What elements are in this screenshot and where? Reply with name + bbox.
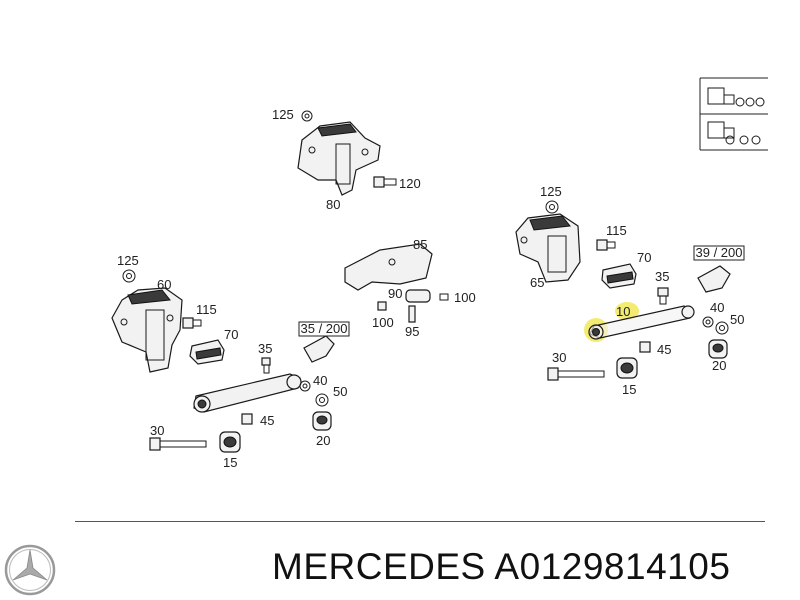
part-label: 95: [405, 324, 419, 339]
part-label: 100: [454, 290, 476, 305]
part-label: 85: [413, 237, 427, 252]
part-label: 90: [388, 286, 402, 301]
bolt-30-b: [547, 367, 605, 381]
bracket-80: [297, 121, 381, 196]
part-label: 50: [333, 384, 347, 399]
bracket-60: [111, 287, 183, 373]
part-label: 60: [157, 277, 171, 292]
clamp-35-200-a: [303, 335, 335, 363]
bolt-100-a: [439, 293, 449, 301]
clamp-39-200: [697, 265, 731, 293]
part-label: 30: [150, 423, 164, 438]
bolt-120: [373, 176, 397, 188]
part-label: 115: [606, 223, 627, 238]
part-label: 20: [712, 358, 726, 373]
bolt-30-a: [149, 437, 207, 451]
washer-50-b: [715, 321, 729, 335]
part-label-highlighted: 10: [616, 304, 630, 319]
part-label: 40: [710, 300, 724, 315]
nut-45-a: [241, 413, 253, 425]
part-label: 30: [552, 350, 566, 365]
truck-icon: [707, 121, 761, 145]
nut-125-c: [545, 200, 559, 214]
washer-40-b: [702, 316, 714, 328]
washer-40-a: [299, 380, 311, 392]
pad-70-a: [189, 339, 225, 365]
part-label: 35: [258, 341, 272, 356]
bolt-115-b: [596, 239, 616, 251]
part-label: 15: [622, 382, 636, 397]
bracket-85: [344, 243, 433, 291]
part-label: 125: [117, 253, 139, 268]
bolt-100-b: [377, 301, 387, 311]
bushing-15-a: [219, 431, 241, 453]
part-label: 65: [530, 275, 544, 290]
part-label: 70: [637, 250, 651, 265]
bushing-20-a: [312, 411, 332, 431]
bracket-65: [515, 213, 581, 283]
part-label: 40: [313, 373, 327, 388]
vehicle-type-box: [699, 77, 768, 151]
link-arm-b: [584, 302, 695, 342]
part-label: 70: [224, 327, 238, 342]
bolt-35-a: [261, 357, 271, 374]
divider: [75, 521, 765, 522]
link-arm-a: [193, 373, 302, 413]
ref-label-2: 39 / 200: [696, 245, 743, 260]
bushing-20-b: [708, 339, 728, 359]
bolt-35-b: [657, 287, 669, 305]
mercedes-star-icon: [4, 544, 56, 596]
part-label: 20: [316, 433, 330, 448]
bushing-15-b: [616, 357, 638, 379]
part-label: 35: [655, 269, 669, 284]
part-label: 100: [372, 315, 394, 330]
part-label: 120: [399, 176, 421, 191]
ref-box-2: [693, 245, 745, 261]
nut-125-a: [301, 110, 313, 122]
part-label: 125: [540, 184, 562, 199]
part-label: 80: [326, 197, 340, 212]
part-label: 125: [272, 107, 294, 122]
bolt-115-a: [182, 317, 202, 329]
nut-45-b: [639, 341, 651, 353]
truck-trailer-icon: [707, 87, 765, 107]
label-highlight-10: [615, 302, 639, 320]
part-label: 45: [657, 342, 671, 357]
part-label: 115: [196, 302, 217, 317]
pad-70-b: [601, 263, 637, 289]
washer-50-a: [315, 393, 329, 407]
ref-box-1: [298, 321, 350, 337]
nut-125-b: [122, 269, 136, 283]
part-number-caption: MERCEDES A0129814105: [272, 546, 731, 587]
part-label: 15: [223, 455, 237, 470]
pin-95: [408, 305, 416, 323]
part-label: 45: [260, 413, 274, 428]
bushing-90: [405, 289, 431, 303]
part-label: 50: [730, 312, 744, 327]
ref-label-1: 35 / 200: [301, 321, 348, 336]
